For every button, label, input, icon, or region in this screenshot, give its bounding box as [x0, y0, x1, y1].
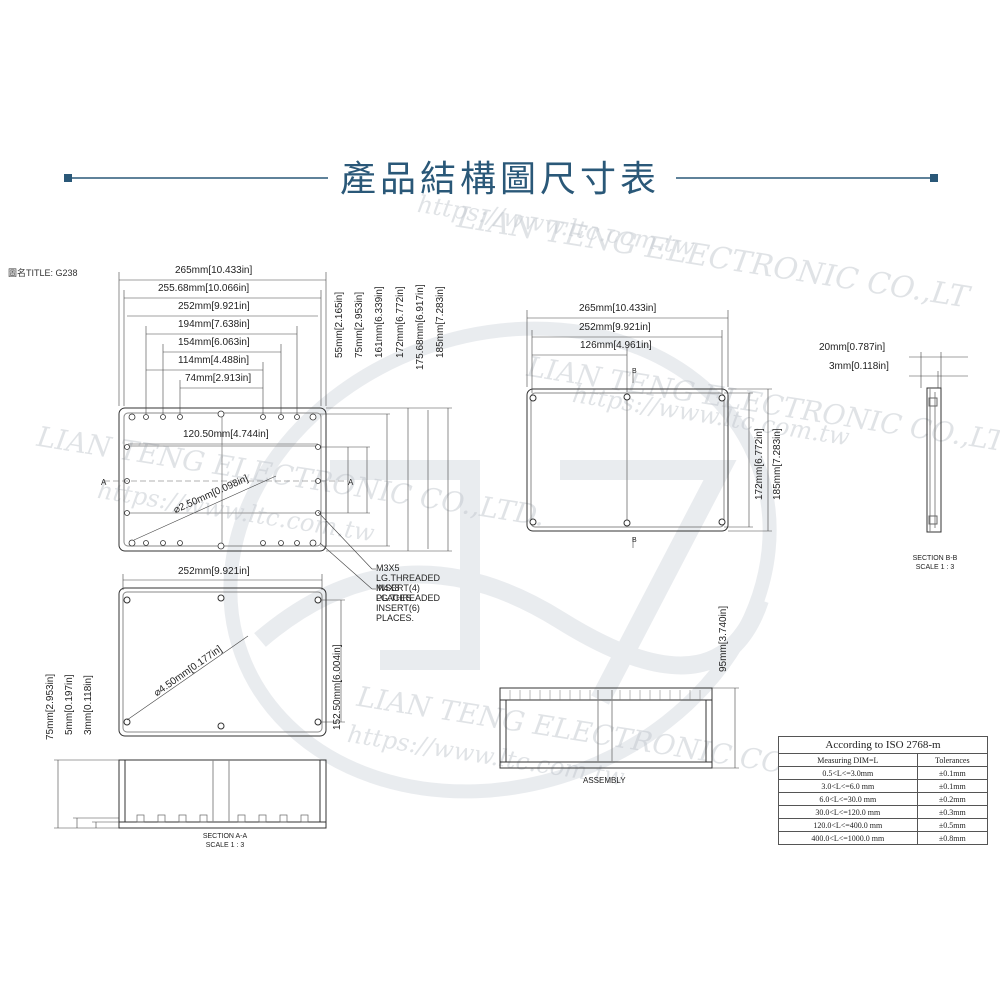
section-b-scale: SCALE 1 : 3 [915, 564, 955, 571]
callout-leaders [317, 511, 376, 590]
section-b-label: SECTION B-B [912, 555, 958, 562]
dim-label: 161mm[6.339in] [374, 286, 385, 358]
dim-label: 252mm[9.921in] [579, 322, 651, 333]
dim-label: 95mm[3.740in] [718, 605, 729, 672]
dim-label: 252mm[9.921in] [178, 566, 250, 577]
section-b-dim-lines [909, 352, 968, 388]
right-dim-lines [526, 310, 772, 548]
dim-label: 20mm[0.787in] [819, 342, 886, 353]
section-a-caption: SECTION A-A SCALE 1 : 3 [170, 832, 280, 850]
section-a-dim-lines [54, 759, 119, 829]
dim-label: 3mm[0.118in] [829, 361, 889, 372]
dim-label: 194mm[7.638in] [178, 319, 250, 330]
table-row: 30.0<L<=120.0 mm ±0.3mm [778, 805, 989, 819]
dim-label: 185mm[7.283in] [772, 428, 783, 500]
bottom-dim-lines [122, 574, 345, 723]
table-cell: 0.5<L<=3.0mm [778, 766, 918, 780]
dim-label: 3mm[0.118in] [83, 675, 94, 735]
tolerance-table-title: According to ISO 2768-m [778, 736, 988, 754]
top-height-dim-lines [320, 407, 452, 552]
section-a-ribs [136, 814, 309, 823]
table-cell: ±0.1mm [916, 766, 989, 780]
table-cell: 400.0<L<=1000.0 mm [778, 831, 918, 845]
table-row: 400.0<L<=1000.0 mm ±0.8mm [778, 831, 989, 845]
section-a-scale: SCALE 1 : 3 [205, 842, 245, 849]
table-cell: ±0.5mm [916, 818, 989, 832]
table-cell: ±0.3mm [916, 805, 989, 819]
assembly-drawing [499, 687, 713, 769]
bottom-view [118, 587, 327, 737]
table-cell: 120.0<L<=400.0 mm [778, 818, 918, 832]
dim-label: 185mm[7.283in] [435, 286, 446, 358]
page-title: 產品結構圖尺寸表 [339, 159, 660, 200]
table-row: 120.0<L<=400.0 mm ±0.5mm [778, 818, 989, 832]
dim-label: 55mm[2.165in] [334, 291, 345, 358]
table-header: Tolerances [916, 753, 989, 767]
dim-label: 75mm[2.953in] [45, 673, 56, 740]
dim-label: 5mm[0.197in] [64, 674, 75, 735]
dim-label: 154mm[6.063in] [178, 337, 250, 348]
table-row: 6.0<L<=30.0 mm ±0.2mm [778, 792, 989, 806]
table-cell: 3.0<L<=6.0 mm [778, 779, 918, 793]
dim-label: 114mm[4.488in] [178, 355, 249, 366]
section-mark: A [101, 478, 107, 487]
section-mark: A [348, 478, 354, 487]
drawing-title: 圖名TITLE: G238 [8, 268, 78, 278]
dim-label: 172mm[6.772in] [395, 286, 406, 358]
dim-label: 255.68mm[10.066in] [158, 283, 250, 294]
section-b-caption: SECTION B-B SCALE 1 : 3 [890, 554, 980, 572]
assembly-label: ASSEMBLY [583, 776, 626, 785]
right-view [526, 388, 729, 532]
assembly-ribs [509, 690, 701, 700]
title-rule [64, 174, 938, 182]
table-cell: ±0.1mm [916, 779, 989, 793]
tolerance-table: According to ISO 2768-m Measuring DIM=L … [778, 736, 989, 845]
top-width-dim-lines [118, 272, 327, 445]
table-header: Measuring DIM=L [778, 753, 918, 767]
section-a-label: SECTION A-A [202, 833, 248, 840]
table-cell: 6.0<L<=30.0 mm [778, 792, 918, 806]
dim-label: 265mm[10.433in] [579, 303, 657, 314]
dim-label: 75mm[2.953in] [354, 291, 365, 358]
callout-m3: M3X5 LG.THREADED INSERT(4) PLACES. [376, 563, 441, 603]
table-row: 0.5<L<=3.0mm ±0.1mm [778, 766, 989, 780]
table-cell: 30.0<L<=120.0 mm [778, 805, 918, 819]
dim-label: 74mm[2.913in] [185, 373, 252, 384]
table-cell: ±0.8mm [916, 831, 989, 845]
dim-label: 152.50mm[6.004in] [332, 644, 343, 730]
dim-label: 265mm[10.433in] [175, 265, 253, 276]
section-mark: B [632, 537, 637, 544]
dim-label: 172mm[6.772in] [754, 428, 765, 500]
table-row: 3.0<L<=6.0 mm ±0.1mm [778, 779, 989, 793]
top-view-holes [124, 410, 321, 550]
watermark-logo-icon [223, 321, 777, 799]
callout-m4: M4X8 LG.THREADED INSERT(6) PLACES. [376, 583, 441, 623]
assembly-dim-lines [712, 687, 739, 769]
table-cell: ±0.2mm [916, 792, 989, 806]
dim-label: 252mm[9.921in] [178, 301, 250, 312]
dim-label: 120.50mm[4.744in] [183, 429, 269, 440]
section-a-drawing [118, 759, 327, 829]
section-mark: B [632, 368, 637, 375]
top-hole-leader [133, 475, 277, 541]
section-b-drawing [926, 387, 942, 533]
dim-label: 126mm[4.961in] [580, 340, 652, 351]
dim-label: 175.68mm[6.917in] [415, 284, 426, 370]
